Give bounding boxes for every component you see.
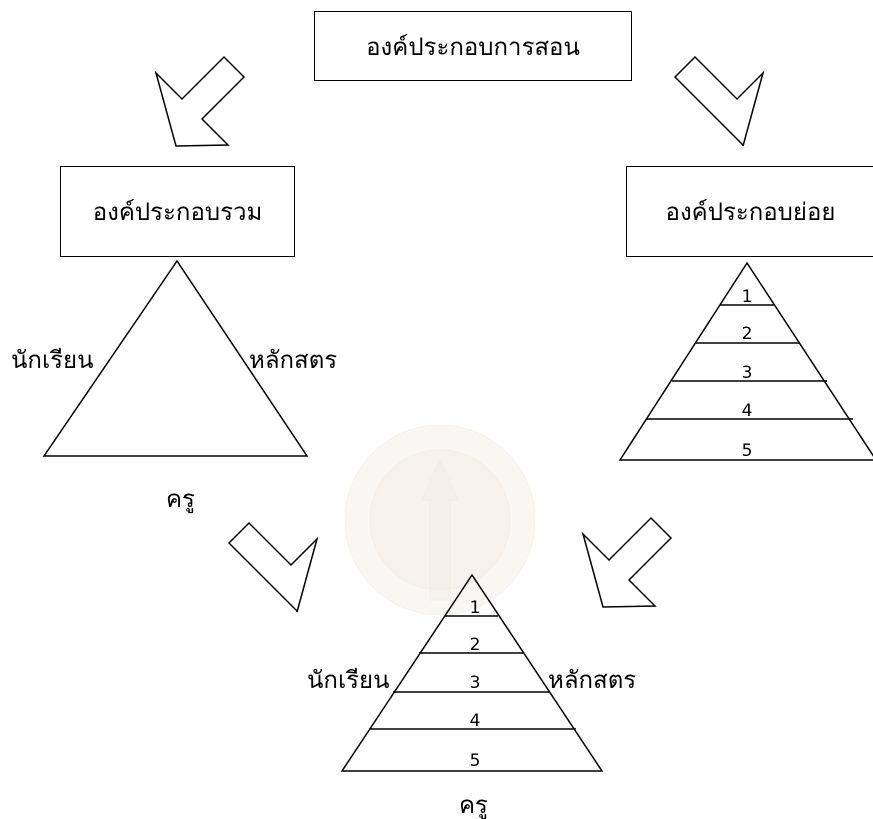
arrow-top-left-icon (154, 55, 246, 147)
arrow-bottom-right-icon (581, 516, 673, 608)
bottom-pyramid-level-2: 2 (469, 635, 481, 655)
right-pyramid-level-1: 1 (741, 287, 753, 307)
sub-components-box: องค์ประกอบย่อย (626, 166, 873, 257)
bottom-pyramid-level-5: 5 (469, 751, 481, 771)
university-seal-icon (344, 424, 536, 616)
bottom-pyramid-level-4: 4 (469, 711, 481, 731)
left-triangle-teacher-label: ครู (166, 485, 195, 513)
bottom-pyramid-student-label: นักเรียน (307, 666, 390, 694)
left-triangle-student-label: นักเรียน (11, 346, 94, 374)
left-triangle-curriculum-label: หลักสตร (249, 346, 338, 374)
bottom-pyramid-teacher-label: ครู (459, 791, 488, 819)
teaching-components-label: องค์ประกอบการสอน (366, 32, 580, 61)
sub-components-label: องค์ประกอบย่อย (665, 198, 836, 226)
right-pyramid-level-2: 2 (741, 324, 753, 344)
overall-components-box: องค์ประกอบรวม (60, 166, 295, 257)
bottom-pyramid-curriculum-label: หลักสตร (548, 666, 637, 694)
bottom-pyramid (340, 573, 604, 772)
arrow-bottom-left-icon (227, 521, 319, 613)
bottom-pyramid-level-1: 1 (469, 598, 481, 618)
right-pyramid (618, 261, 873, 461)
arrow-top-right-icon (673, 55, 765, 147)
overall-components-label: องค์ประกอบรวม (92, 198, 263, 226)
left-triangle (42, 259, 309, 457)
right-pyramid-level-4: 4 (741, 401, 753, 421)
bottom-pyramid-level-3: 3 (469, 673, 481, 693)
right-pyramid-level-5: 5 (741, 441, 753, 461)
right-pyramid-outline (618, 261, 873, 461)
right-pyramid-level-3: 3 (741, 363, 753, 383)
teaching-components-box: องค์ประกอบการสอน (314, 11, 632, 81)
bottom-pyramid-outline (340, 573, 604, 772)
